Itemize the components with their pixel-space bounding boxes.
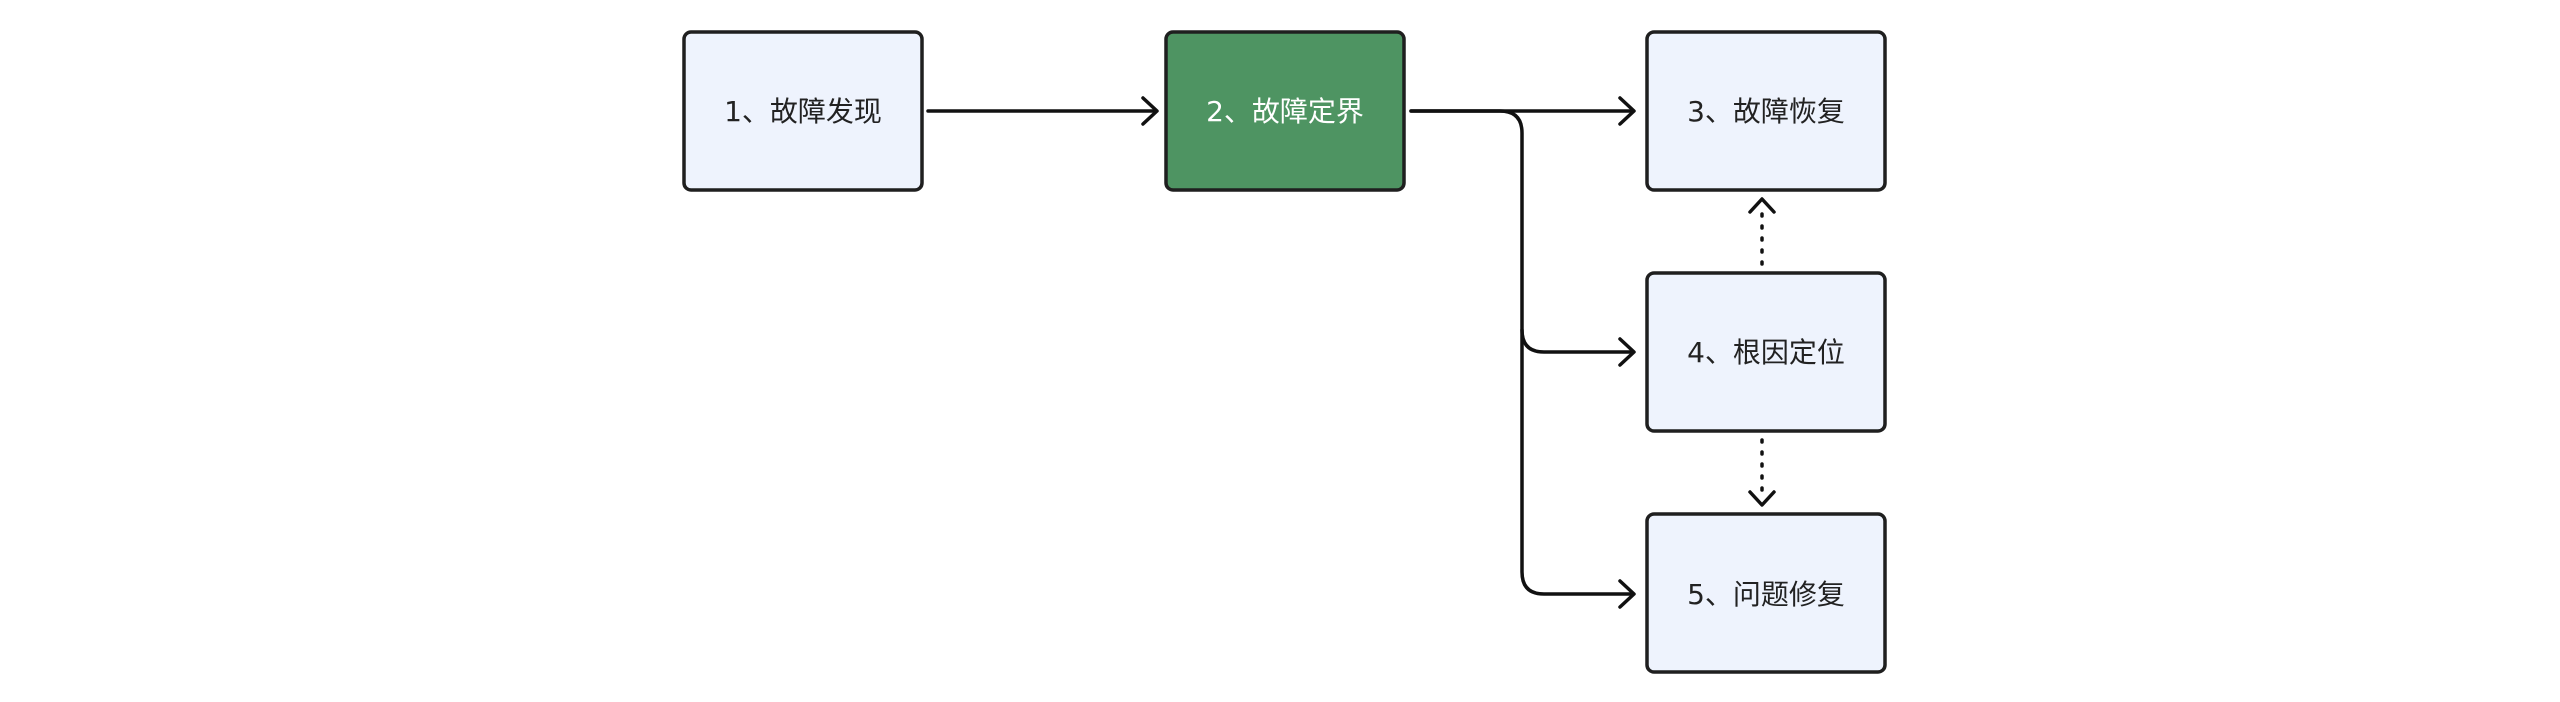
arrowhead-n2-n5	[1618, 579, 1636, 609]
nodes: 1、故障发现 2、故障定界 3、故障恢复 4、根因定位 5、问题修复	[682, 30, 1887, 674]
node-fault-recovery[interactable]: 3、故障恢复	[1645, 30, 1887, 192]
node-box	[682, 30, 924, 192]
node-box	[1645, 30, 1887, 192]
node-label: 1、故障发现	[724, 95, 882, 128]
node-problem-fix[interactable]: 5、问题修复	[1645, 512, 1887, 674]
edge-n2-n4	[1409, 109, 1634, 354]
node-label: 3、故障恢复	[1687, 95, 1845, 128]
node-box	[1645, 512, 1887, 674]
arrowhead-n1-n2	[1141, 96, 1159, 126]
edges	[926, 96, 1776, 609]
node-root-cause[interactable]: 4、根因定位	[1645, 271, 1887, 433]
node-box	[1645, 271, 1887, 433]
node-label: 5、问题修复	[1687, 578, 1845, 611]
arrowhead-n4-n5	[1748, 490, 1776, 507]
node-fault-demarcation[interactable]: 2、故障定界	[1164, 30, 1406, 192]
node-fault-discovery[interactable]: 1、故障发现	[682, 30, 924, 192]
arrowhead-n2-n3	[1618, 96, 1636, 126]
edge-n2-n5	[1520, 328, 1634, 596]
node-box	[1164, 30, 1406, 192]
node-label: 2、故障定界	[1206, 95, 1364, 128]
arrowhead-n2-n4	[1618, 337, 1636, 367]
arrowhead-n4-n3	[1748, 197, 1776, 214]
node-label: 4、根因定位	[1687, 336, 1845, 369]
